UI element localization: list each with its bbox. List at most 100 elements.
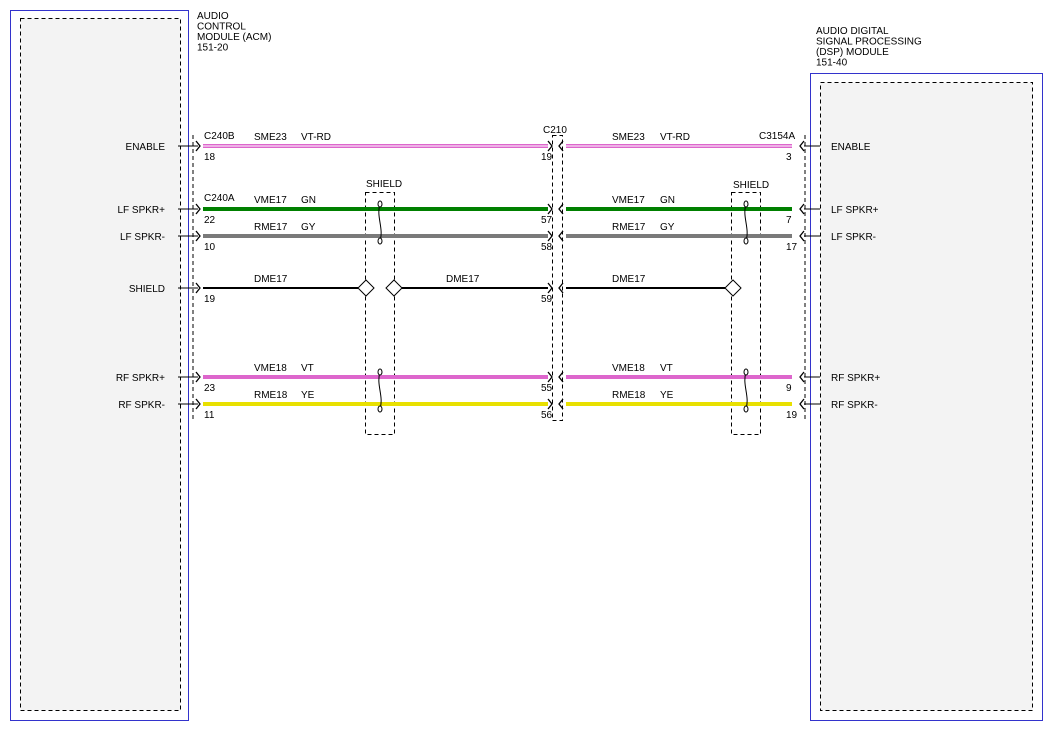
- c210-terminal-right-shield: [558, 282, 564, 294]
- circuit-rf-neg-right: RME18: [612, 390, 646, 401]
- twist-rf-right-top-loop: [743, 368, 749, 376]
- color-code-enable-right: VT-RD: [660, 132, 690, 143]
- twist-rf-left-top-loop: [377, 368, 383, 376]
- color-code-lf-neg-left: GY: [301, 222, 316, 233]
- circuit-lf-neg-left: RME17: [254, 222, 288, 233]
- twist-lf-right: [743, 200, 749, 245]
- signal-row-enable: ENABLE 18 SME23 VT-RD SME23 VT-RD 3 ENABLE 19: [126, 132, 871, 163]
- color-code-enable-left: VT-RD: [301, 132, 331, 143]
- c210-pin-enable: 19: [541, 152, 553, 163]
- circuit-lf-pos-left: VME17: [254, 195, 287, 206]
- twist-rf-right-bottom-loop: [743, 405, 749, 413]
- circuit-enable-left: SME23: [254, 132, 287, 143]
- acm-pin-lf-neg: 10: [204, 242, 216, 253]
- c210-pin-lf-neg: 58: [541, 242, 553, 253]
- c210-terminal-left-rf-neg: [547, 398, 553, 410]
- circuit-shield-left: DME17: [254, 274, 288, 285]
- dsp-pin-lf-pos: 7: [786, 215, 792, 226]
- c210-terminal-left-enable: [547, 140, 553, 152]
- acm-terminal-rf-neg: [195, 398, 201, 410]
- dsp-pin-enable: 3: [786, 152, 792, 163]
- color-code-rf-neg-left: YE: [301, 390, 315, 401]
- twist-lf-left-top-loop: [377, 200, 383, 208]
- c210-terminal-left-rf-pos: [547, 371, 553, 383]
- circuit-enable-right: SME23: [612, 132, 645, 143]
- dsp-pin-rf-neg: 19: [786, 410, 798, 421]
- acm-module-inner: [20, 18, 181, 711]
- color-code-lf-neg-right: GY: [660, 222, 675, 233]
- color-code-rf-pos-right: VT: [660, 363, 673, 374]
- c210-terminal-left-lf-pos: [547, 203, 553, 215]
- shield-label-left: SHIELD: [366, 179, 402, 190]
- circuit-rf-neg-left: RME18: [254, 390, 288, 401]
- c210-pin-lf-pos: 57: [541, 215, 553, 226]
- connector-c240b-label: C240B: [204, 131, 235, 142]
- splice-right: [724, 279, 742, 297]
- dsp-label-rf-pos: RF SPKR+: [831, 373, 880, 384]
- acm-pin-enable: 18: [204, 152, 216, 163]
- twists-layer: [377, 200, 749, 413]
- circuit-lf-pos-right: VME17: [612, 195, 645, 206]
- acm-pin-rf-pos: 23: [204, 383, 216, 394]
- dsp-module-title: AUDIO DIGITAL SIGNAL PROCESSING (DSP) MO…: [816, 26, 925, 69]
- dsp-module-box: [810, 73, 1043, 721]
- acm-pin-shield: 19: [204, 294, 216, 305]
- c210-terminal-right-enable: [558, 140, 564, 152]
- acm-terminal-shield: [195, 282, 201, 294]
- c210-terminal-left-lf-neg: [547, 230, 553, 242]
- dsp-terminal-lf-pos: [799, 203, 805, 215]
- c210-terminal-right-rf-pos: [558, 371, 564, 383]
- circuit-rf-pos-right: VME18: [612, 363, 645, 374]
- shield-label-right: SHIELD: [733, 180, 769, 191]
- acm-label-rf-pos: RF SPKR+: [116, 373, 165, 384]
- c210-pin-rf-pos: 55: [541, 383, 553, 394]
- acm-label-lf-pos: LF SPKR+: [117, 205, 165, 216]
- circuit-shield-right: DME17: [612, 274, 646, 285]
- twist-lf-left: [377, 200, 383, 245]
- acm-module-title: AUDIO CONTROL MODULE (ACM) 151-20: [197, 11, 274, 54]
- acm-label-shield: SHIELD: [129, 284, 165, 295]
- connector-c210-label: C210: [543, 125, 567, 136]
- connector-c3154a-label: C3154A: [759, 131, 795, 142]
- c210-terminal-left-shield: [547, 282, 553, 294]
- acm-label-lf-neg: LF SPKR-: [120, 232, 165, 243]
- c210-terminal-right-lf-pos: [558, 203, 564, 215]
- splice-left-b: [385, 279, 403, 297]
- acm-pin-rf-neg: 11: [204, 410, 215, 421]
- c210-pin-shield: 59: [541, 294, 553, 305]
- acm-terminal-lf-neg: [195, 230, 201, 242]
- dsp-label-rf-neg: RF SPKR-: [831, 400, 878, 411]
- c210-terminal-right-rf-neg: [558, 398, 564, 410]
- acm-module-box: [10, 10, 189, 721]
- acm-terminal-lf-pos: [195, 203, 201, 215]
- dsp-terminal-enable: [799, 140, 805, 152]
- dsp-pin-rf-pos: 9: [786, 383, 792, 394]
- color-code-lf-pos-right: GN: [660, 195, 675, 206]
- circuit-shield-mid: DME17: [446, 274, 480, 285]
- dsp-label-lf-pos: LF SPKR+: [831, 205, 879, 216]
- dsp-terminal-lf-neg: [799, 230, 805, 242]
- dsp-module-inner: [820, 82, 1033, 711]
- signal-row-shield: SHIELD 19 DME17 DME17 DME17 59: [129, 274, 742, 305]
- twist-lf-right-top-loop: [743, 200, 749, 208]
- circuit-lf-neg-right: RME17: [612, 222, 646, 233]
- acm-label-enable: ENABLE: [126, 142, 166, 153]
- color-code-lf-pos-left: GN: [301, 195, 316, 206]
- color-code-rf-neg-right: YE: [660, 390, 674, 401]
- twist-rf-right: [743, 368, 749, 413]
- acm-pin-lf-pos: 22: [204, 215, 216, 226]
- dsp-label-enable: ENABLE: [831, 142, 871, 153]
- wires-layer: ENABLE 18 SME23 VT-RD SME23 VT-RD 3 ENABLE 19 LF …: [116, 132, 881, 421]
- shield-box-left: [365, 192, 395, 435]
- twist-rf-left: [377, 368, 383, 413]
- shield-box-right: [731, 192, 761, 435]
- dsp-terminal-rf-neg: [799, 398, 805, 410]
- splice-left-a: [357, 279, 375, 297]
- c210-pin-rf-neg: 56: [541, 410, 553, 421]
- c210-connector-outline: [552, 135, 563, 421]
- dsp-terminal-rf-pos: [799, 371, 805, 383]
